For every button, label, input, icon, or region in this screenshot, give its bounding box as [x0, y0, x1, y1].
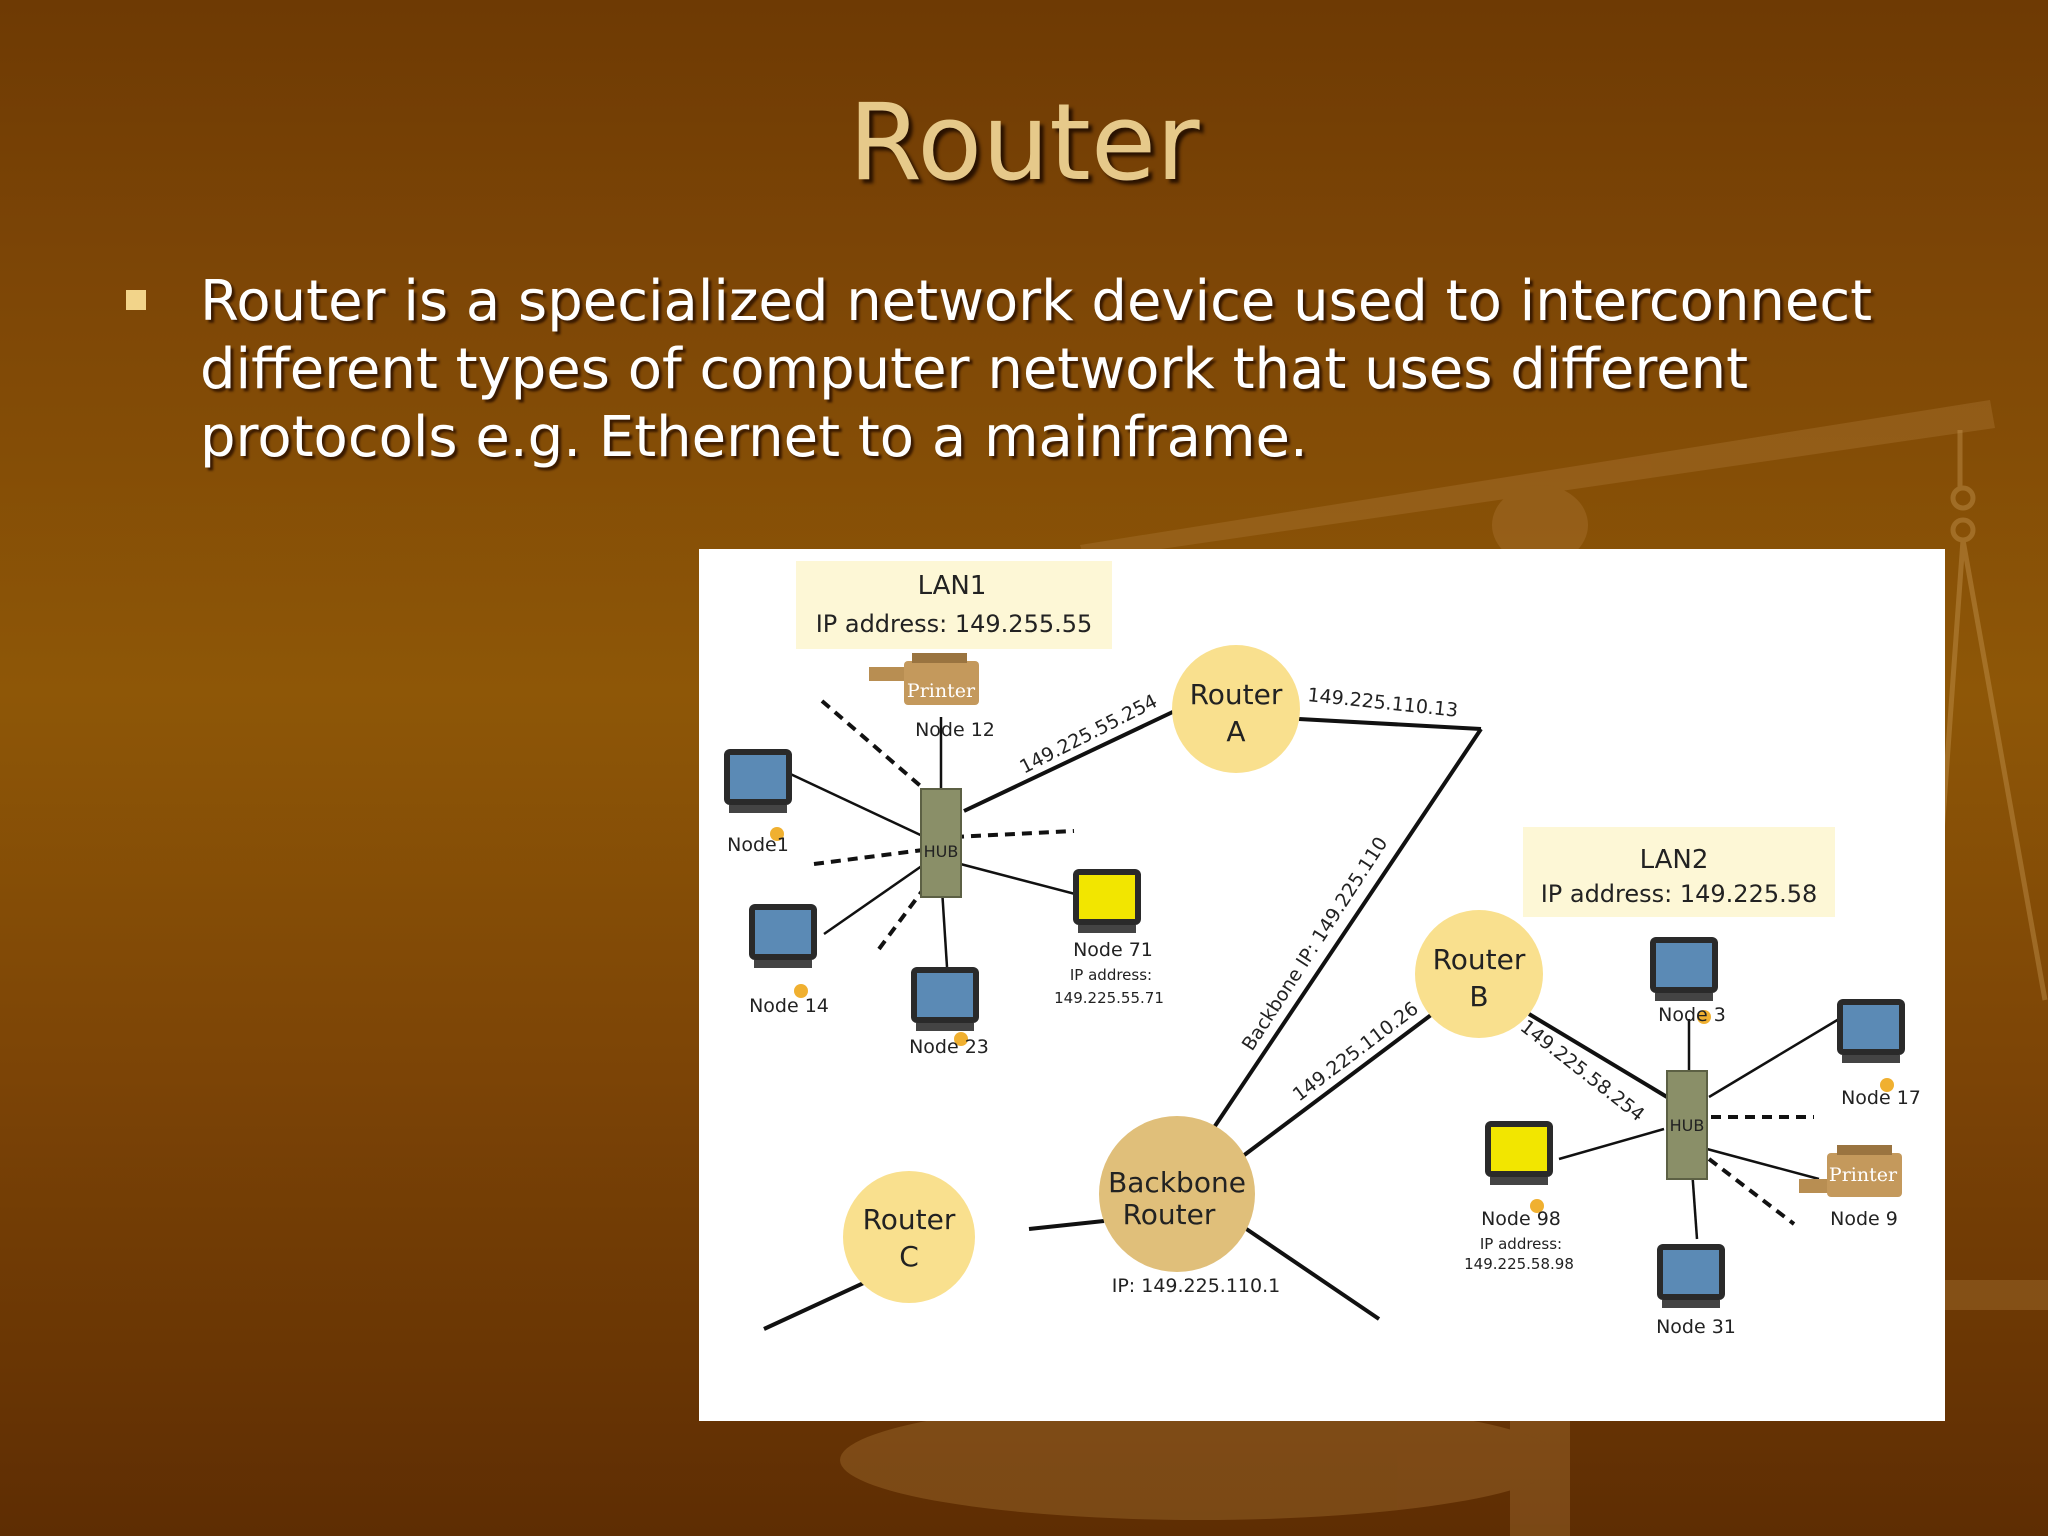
node17-label: Node 17 [1841, 1087, 1921, 1109]
node14-label: Node 14 [749, 995, 829, 1017]
node98-label: Node 98 [1481, 1208, 1561, 1230]
computer-node1 [724, 749, 792, 841]
computer-node14 [749, 904, 817, 998]
lan2-ip: IP address: 149.225.58 [1541, 880, 1818, 908]
router-a-label1: Router [1190, 678, 1283, 711]
printer-lan1 [869, 653, 979, 705]
lan-links [783, 717, 1840, 1240]
node-12-label: Node 12 [915, 719, 995, 741]
lan1-box [796, 561, 1112, 649]
node71-ip: 149.225.55.71 [1054, 989, 1164, 1007]
lan2-hub [1666, 1070, 1708, 1180]
router-a [1172, 645, 1300, 773]
slide-title: Router [848, 81, 1200, 204]
backbone-label1: Backbone [1108, 1166, 1246, 1199]
router-a-label2: A [1226, 715, 1245, 748]
lan1-hub-label: HUB [924, 842, 959, 861]
computer-node23 [911, 967, 979, 1046]
node-9-label: Node 9 [1830, 1208, 1898, 1230]
link-label-lan1-a: 149.225.55.254 [1016, 690, 1161, 778]
node23-label: Node 23 [909, 1036, 989, 1058]
link-label-a-out: 149.225.110.13 [1306, 684, 1459, 722]
router-b-label1: Router [1433, 943, 1526, 976]
node71-label: Node 71 [1073, 939, 1153, 961]
link-label-backbone-ip: Backbone IP: 149.225.110 [1238, 833, 1393, 1055]
backbone-router [1099, 1116, 1255, 1272]
node71-ip-label: IP address: [1070, 966, 1152, 984]
link-label-b-lan2: 149.225.58.254 [1516, 1016, 1649, 1126]
router-b-label2: B [1469, 980, 1488, 1013]
lan2-title: LAN2 [1640, 845, 1709, 875]
router-c [843, 1171, 975, 1303]
lan1-title: LAN1 [918, 571, 987, 601]
node98-ip: 149.225.58.98 [1464, 1255, 1574, 1273]
router-c-label1: Router [863, 1203, 956, 1236]
lan1-ip: IP address: 149.255.55 [816, 610, 1093, 638]
node98-ip-label: IP address: [1480, 1235, 1562, 1253]
backbone-ip: IP: 149.225.110.1 [1112, 1275, 1281, 1297]
node1-label: Node1 [727, 834, 789, 856]
computer-node31 [1657, 1244, 1725, 1308]
lan2-box [1523, 827, 1835, 917]
computer-node3 [1650, 937, 1718, 1024]
computer-node98 [1485, 1121, 1553, 1213]
computer-node17 [1837, 999, 1905, 1092]
link-label-b-backbone: 149.225.110.26 [1289, 997, 1423, 1106]
backbone-label2: Router [1123, 1198, 1216, 1231]
computer-node71 [1073, 869, 1141, 933]
network-links [763, 707, 1669, 1331]
node3-label: Node 3 [1658, 1004, 1726, 1026]
node31-label: Node 31 [1656, 1316, 1736, 1338]
bullet-text: Router is a specialized network device u… [200, 269, 1873, 470]
printer-lan2-label: Printer [1829, 1164, 1898, 1186]
lan2-hub-label: HUB [1670, 1116, 1705, 1135]
printer-lan1-label: Printer [907, 680, 976, 702]
bullet-marker [126, 290, 146, 310]
lan1-hub [920, 788, 962, 898]
network-diagram: LAN1 IP address: 149.255.55 LAN2 IP addr… [699, 549, 1945, 1421]
router-c-label2: C [899, 1240, 919, 1273]
router-b [1415, 910, 1543, 1038]
printer-lan2 [1799, 1145, 1902, 1197]
